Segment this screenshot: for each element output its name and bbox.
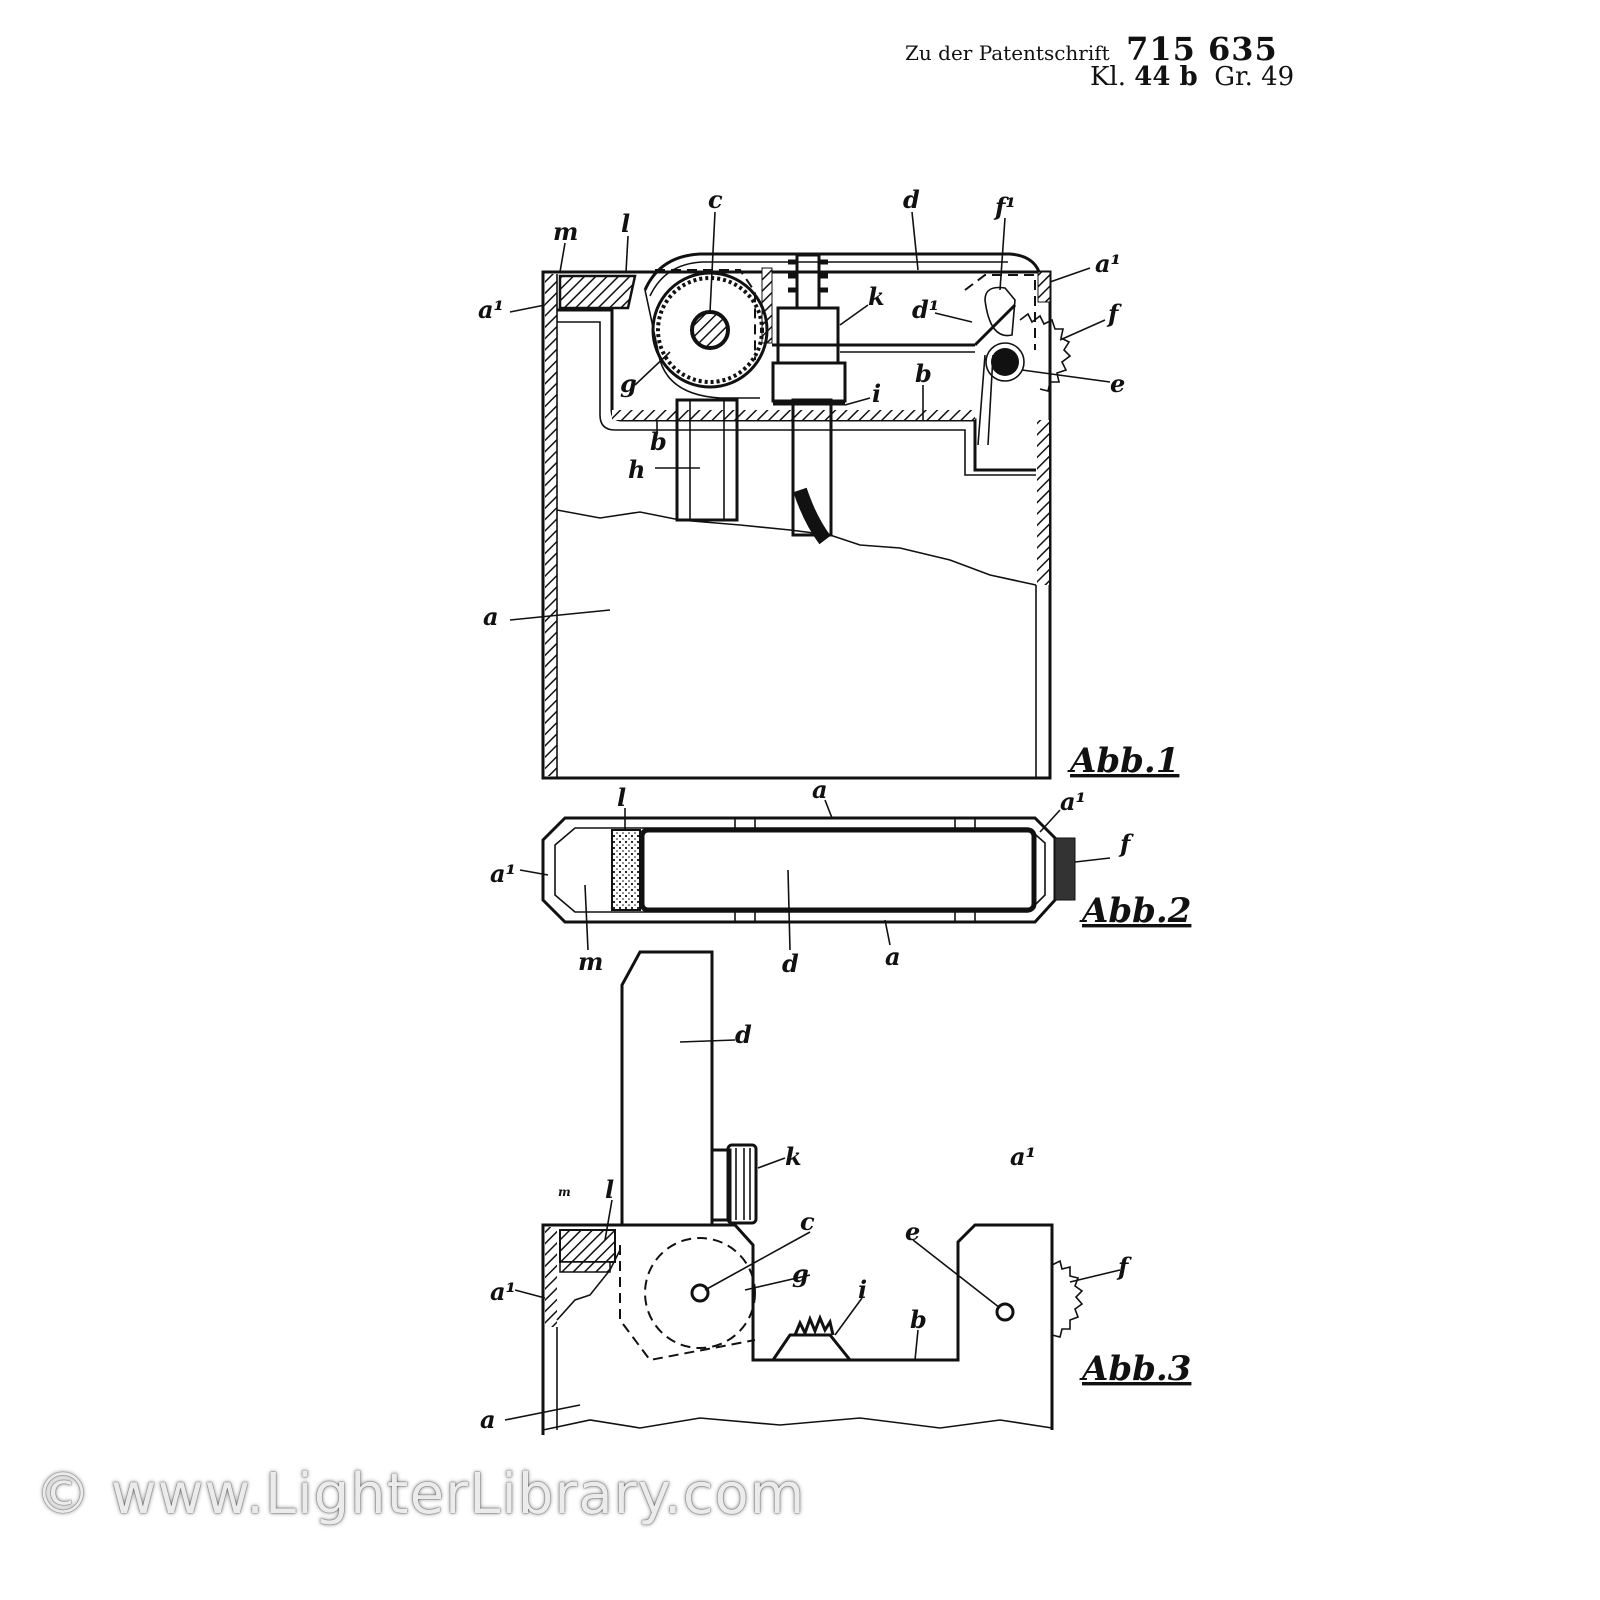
label-a: a [480,1405,496,1434]
label-c: c [708,185,723,214]
watermark: © www.LighterLibrary.com [35,1462,806,1527]
patent-number: 715 635 [1126,30,1278,68]
label-a1-left: a¹ [490,859,516,888]
label-f: f [1106,299,1122,328]
label-g: g [792,1259,809,1288]
fig1-labels: m l c d f¹ a¹ a¹ d¹ k f g b b i e h a [478,185,1125,631]
class-value: 44 b [1134,62,1198,92]
axle-c [690,310,730,350]
figure-3: d k m l a¹ c e f g a¹ i b a Abb.3 [480,950,1191,1435]
label-h: h [628,455,645,484]
case-outline [541,270,1052,780]
label-a1-right: a¹ [1095,249,1121,278]
label-e: e [905,1217,920,1246]
flint-tube-h [675,398,739,522]
wick-l [611,829,641,911]
pivot-e [995,1302,1015,1322]
label-g: g [620,369,637,398]
figure-1: m l c d f¹ a¹ a¹ d¹ k f g b b i e h a Ab… [478,185,1179,781]
right-wall [1037,420,1049,585]
label-d: d [735,1020,752,1049]
nut-k [726,1143,758,1225]
nut-k [776,306,840,365]
label-f1: f¹ [993,192,1016,221]
label-a-bottom: a [885,942,901,971]
figure-2: l a a¹ f a¹ m d a Abb.2 [490,775,1191,978]
label-d: d [782,949,799,978]
wheel-g-hidden [644,1237,756,1349]
wheel-f-top [1054,837,1076,901]
label-d1: d¹ [912,295,939,324]
label-b1: b [650,427,667,456]
figure-1-title: Abb.1 [1067,741,1179,781]
wheel-housing-hidden [619,1245,756,1362]
label-l: l [605,1175,614,1204]
axle-c [690,1283,710,1303]
flint-block-m [559,1229,616,1263]
label-a1-right: a¹ [1060,787,1086,816]
label-m: m [578,947,603,976]
sawtooth-f [1051,1259,1084,1338]
label-a1-left: a¹ [478,295,504,324]
figure-2-title: Abb.2 [1079,891,1191,931]
break-line [542,1417,1053,1431]
lid-d [643,252,1042,291]
header-prefix: Zu der Patentschrift [905,41,1110,65]
label-f: f [1118,829,1134,858]
group-label: Gr. 49 [1214,62,1295,92]
flint-i [770,1333,854,1362]
case-top-view [541,816,1057,924]
lid-d-open [620,950,714,1225]
cam-f1 [984,286,1016,337]
break-line [556,509,1037,586]
left-wall [545,274,557,776]
pivot-e [991,348,1019,376]
label-f: f [1116,1252,1132,1281]
class-label: Kl. [1090,62,1127,92]
label-i: i [858,1275,867,1304]
label-a1-top: a¹ [1010,1142,1036,1171]
label-b2: b [915,359,932,388]
label-e: e [1110,369,1125,398]
patent-classification: Kl. 44 b Gr. 49 [1090,62,1294,92]
label-k: k [868,282,885,311]
label-m: m [553,217,578,246]
lid-d-top [639,827,1037,913]
label-a-top: a [812,775,828,804]
label-b: b [910,1305,927,1334]
label-a1-left: a¹ [490,1277,516,1306]
sawtooth-f [1019,312,1072,392]
label-d: d [903,185,920,214]
label-a: a [483,602,499,631]
insert-b-side [541,1223,1054,1435]
label-i: i [872,379,881,408]
label-m: m [558,1185,571,1199]
flint-block-m [558,274,637,310]
label-l: l [617,783,626,812]
figure-3-title: Abb.3 [1079,1349,1191,1389]
label-c: c [800,1207,815,1236]
patent-header: Zu der Patentschrift 715 635 [905,30,1278,68]
friction-wheel-g [651,271,769,389]
label-l: l [621,209,630,238]
label-k: k [785,1142,802,1171]
